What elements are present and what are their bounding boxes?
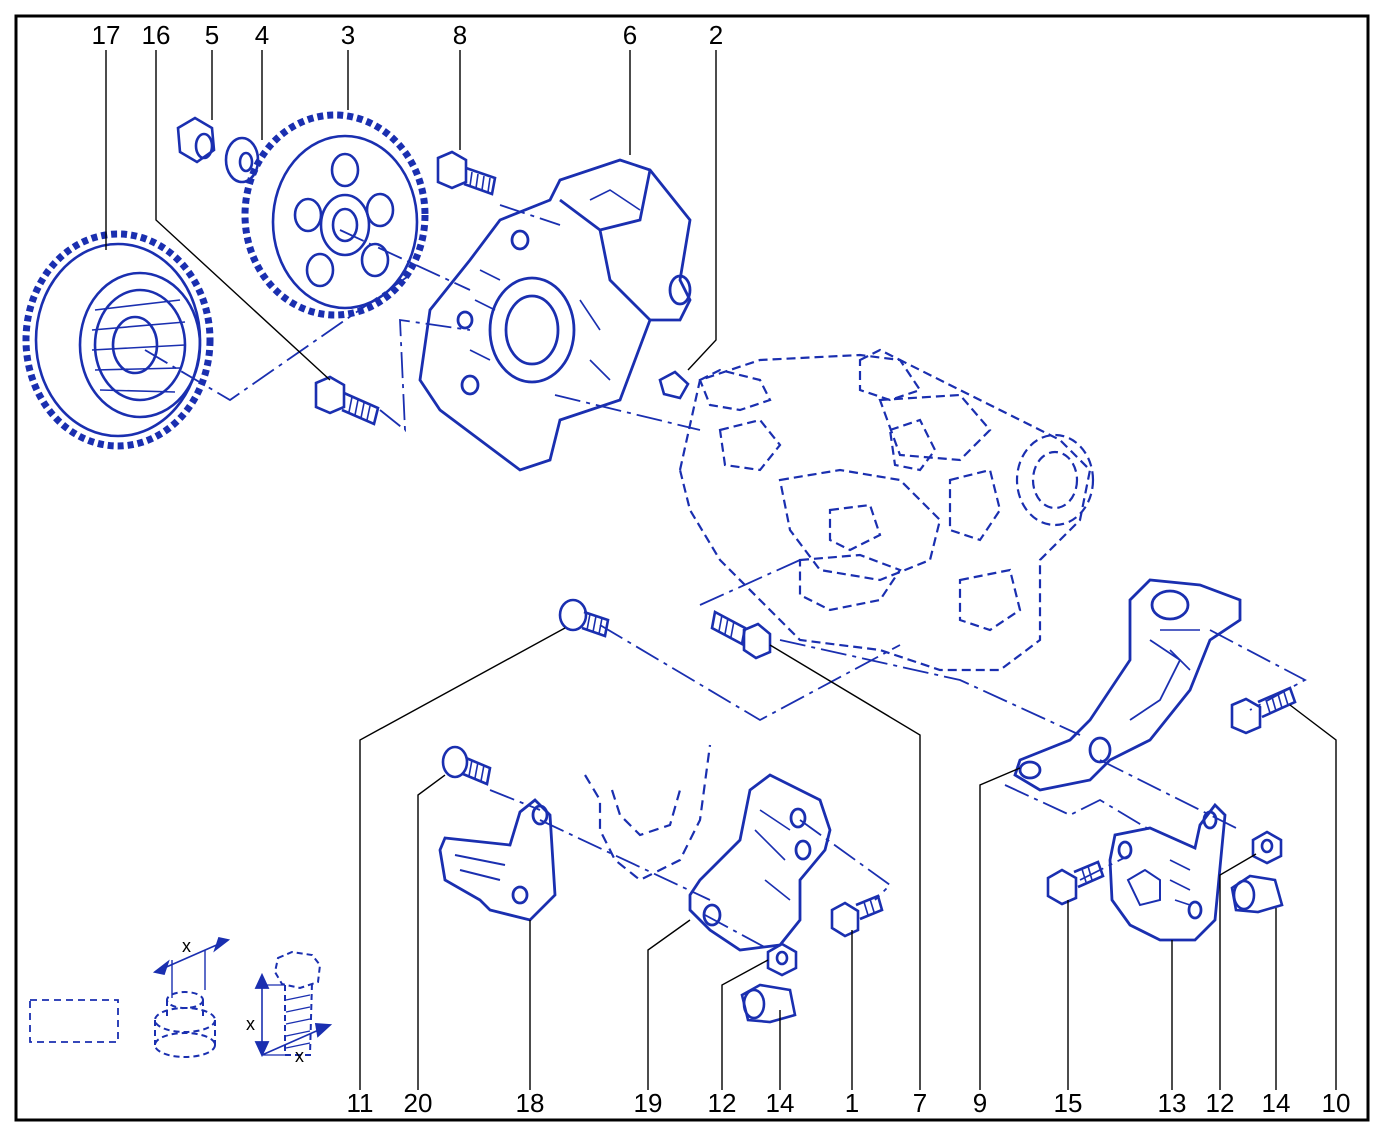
legend-arrow	[254, 1041, 270, 1058]
callout-7: 7	[913, 1088, 927, 1118]
callout-14: 14	[1262, 1088, 1291, 1118]
legend-dashed-box	[29, 999, 119, 1043]
callout-8: 8	[453, 20, 467, 50]
callout-17: 17	[92, 20, 121, 50]
callout-14: 14	[766, 1088, 795, 1118]
callout-labels-top: 17 16 5 4 3 8 6 2	[92, 20, 724, 50]
callout-18: 18	[516, 1088, 545, 1118]
legend-arrow	[213, 936, 231, 953]
legend-x-label: x	[246, 1014, 255, 1034]
part-16-bolt	[314, 375, 380, 426]
diagram-frame	[14, 14, 1370, 1122]
callout-12: 12	[1206, 1088, 1235, 1118]
callout-labels-bottom: 11 20 18 19 12 14 1 7 9 15 13 12 14 10	[347, 1088, 1351, 1118]
part-14-clip-right	[1230, 874, 1284, 914]
legend-arrow	[254, 972, 270, 989]
leader-lines	[105, 50, 1337, 1090]
part-12-nut-right	[1251, 830, 1283, 865]
callout-3: 3	[341, 20, 355, 50]
callout-6: 6	[623, 20, 637, 50]
part-11-bolt	[558, 598, 610, 638]
callout-2: 2	[709, 20, 723, 50]
callout-13: 13	[1158, 1088, 1187, 1118]
dashed-hose-outline	[584, 744, 712, 882]
legend-arrow	[314, 1023, 333, 1038]
part-1-bolt	[830, 894, 884, 938]
legend-x-label: x	[182, 936, 191, 956]
callout-1: 1	[845, 1088, 859, 1118]
legend-panel	[29, 936, 333, 1058]
part-12-nut	[766, 942, 798, 977]
callout-16: 16	[142, 20, 171, 50]
part-2-key	[658, 370, 690, 400]
part-6-bracket	[418, 158, 692, 472]
callout-5: 5	[205, 20, 219, 50]
part-13-bracket	[1108, 802, 1227, 942]
callout-15: 15	[1054, 1088, 1083, 1118]
part-9-bracket	[1013, 578, 1242, 792]
callout-9: 9	[973, 1088, 987, 1118]
injection-pump-outline	[678, 348, 1095, 672]
part-14-clip	[740, 983, 797, 1024]
part-8-bolt	[436, 150, 497, 196]
callout-11: 11	[347, 1088, 374, 1118]
legend-arrow	[152, 959, 170, 976]
part-3-gear	[241, 111, 429, 319]
part-7-bolt	[710, 610, 772, 660]
callout-10: 10	[1322, 1088, 1351, 1118]
part-20-bolt	[441, 745, 492, 786]
part-17-pulley	[22, 230, 214, 450]
part-5-nut	[176, 116, 216, 164]
callout-20: 20	[404, 1088, 433, 1118]
part-15-bolt	[1046, 860, 1105, 906]
part-10-bolt	[1230, 686, 1297, 735]
callout-12: 12	[708, 1088, 737, 1118]
part-19-plate	[688, 773, 832, 952]
part-18-bracket	[438, 798, 557, 922]
legend-x-label: x	[295, 1046, 304, 1066]
callout-19: 19	[634, 1088, 663, 1118]
part-4-washer	[224, 136, 260, 184]
callout-4: 4	[255, 20, 269, 50]
